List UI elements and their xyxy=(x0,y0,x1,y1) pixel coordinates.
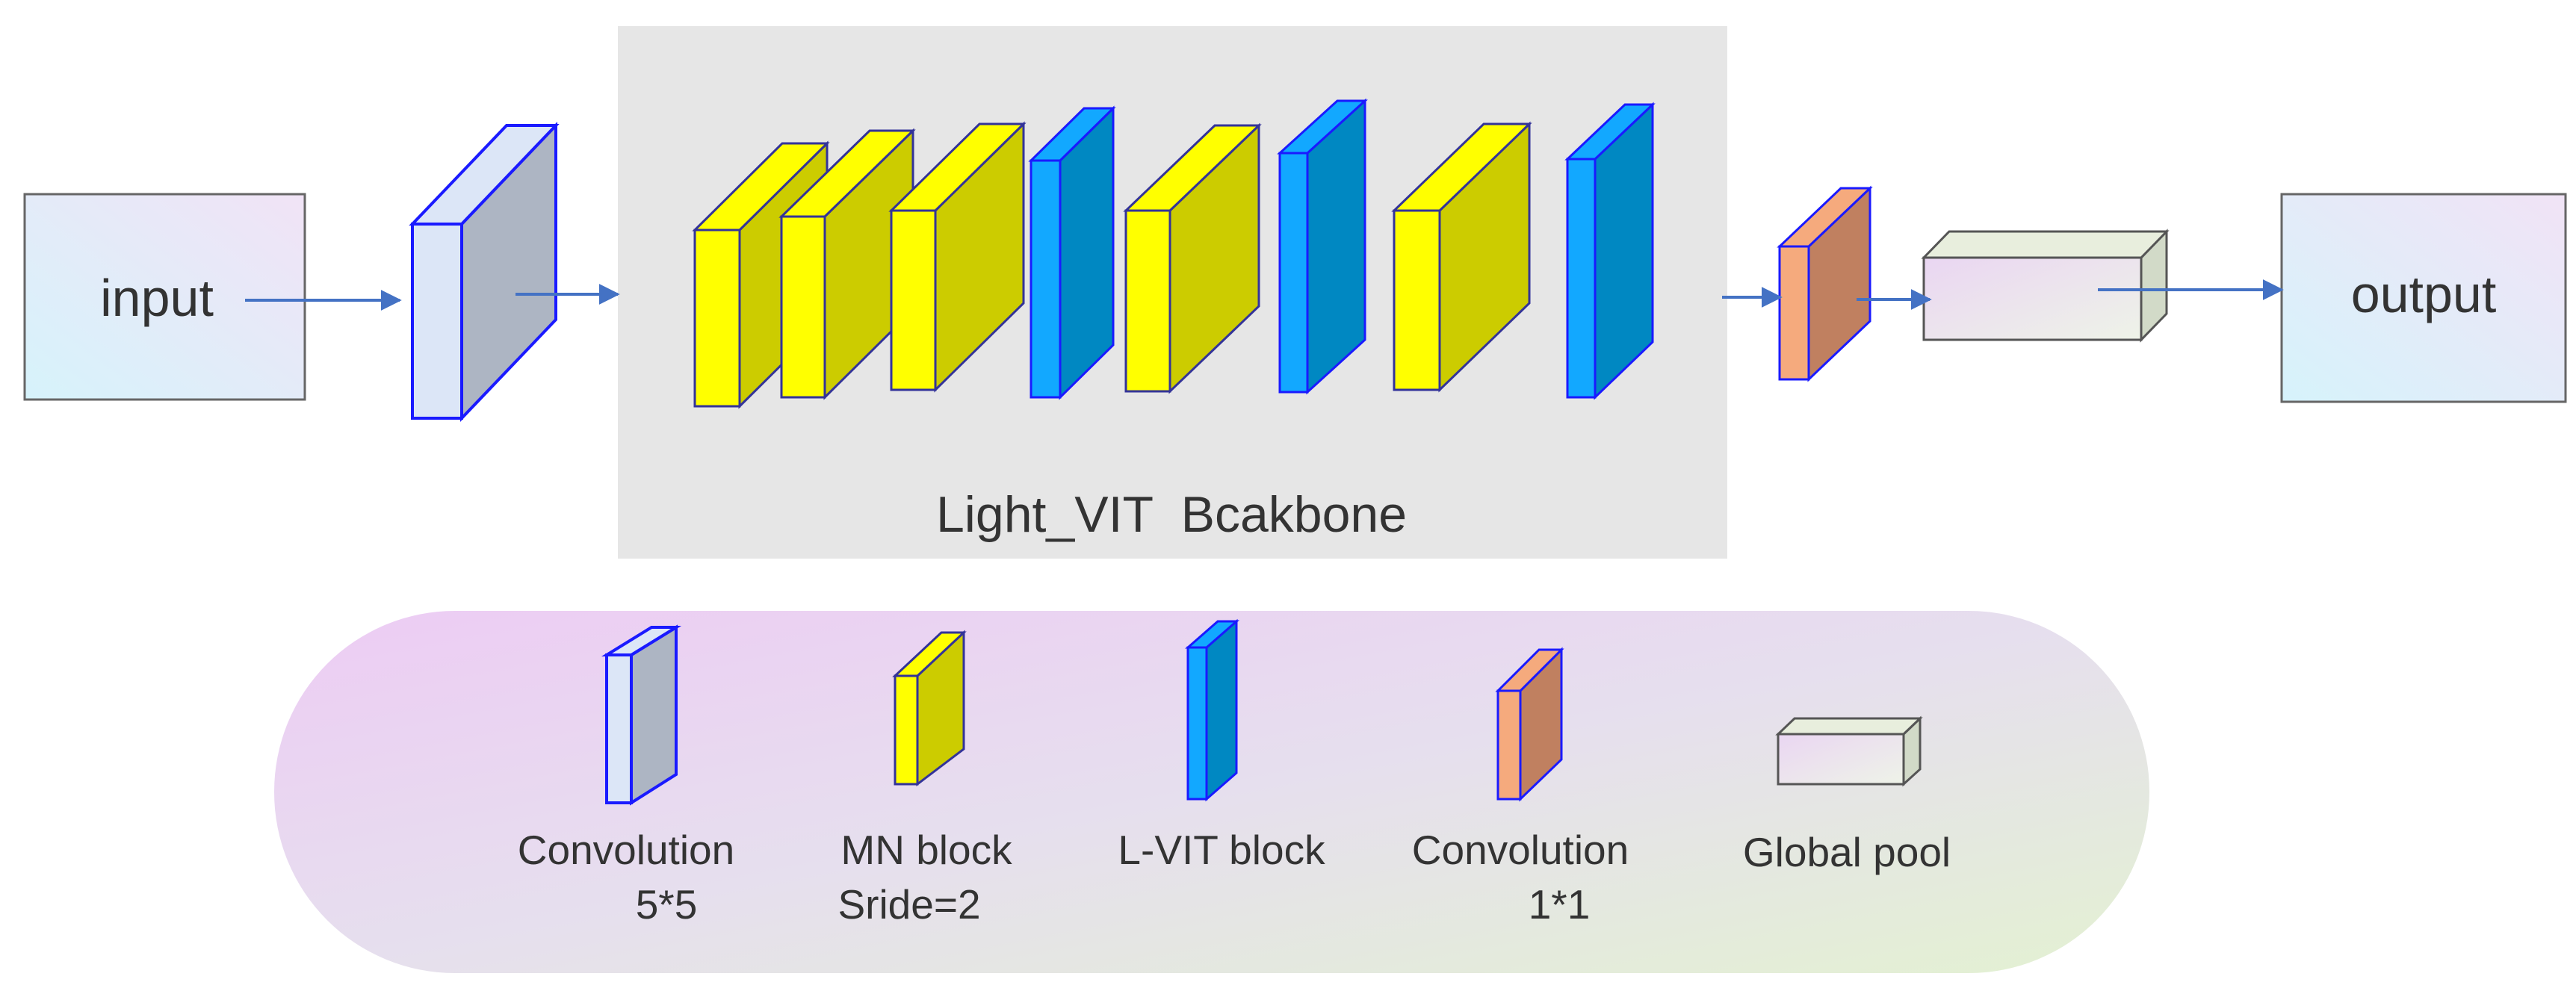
mn-block xyxy=(1391,121,1532,393)
legend-conv5x5-sub: 5*5 xyxy=(636,881,698,928)
input-node xyxy=(23,193,306,401)
global-pool-block xyxy=(1921,229,2170,343)
output-label: output xyxy=(2351,265,2497,323)
legend-lvit-label: L-VIT block xyxy=(1118,827,1325,873)
conv1x1-block xyxy=(1777,185,1873,382)
lvit-block xyxy=(1277,98,1368,395)
legend-conv5x5-label: Convolution xyxy=(518,827,734,873)
mn-block xyxy=(888,121,1027,393)
legend-mn-sub: Sride=2 xyxy=(837,881,980,928)
conv5x5-block xyxy=(409,122,560,422)
legend-global-pool-icon xyxy=(1775,715,1923,787)
backbone-label: Light_VIT Bcakbone xyxy=(936,486,1407,543)
legend-lvit-icon xyxy=(1185,618,1239,802)
legend-conv1x1-label: Convolution xyxy=(1412,827,1629,873)
legend-conv1x1-icon xyxy=(1495,647,1564,802)
legend-conv1x1-sub: 1*1 xyxy=(1529,881,1591,928)
legend-global-pool-label: Global pool xyxy=(1743,829,1951,875)
legend-conv5x5-icon xyxy=(601,624,682,806)
lvit-block xyxy=(1564,102,1656,400)
mn-block xyxy=(1123,122,1262,394)
input-label: input xyxy=(100,269,214,327)
legend-mn-label: MN block xyxy=(840,827,1012,873)
lvit-block xyxy=(1028,105,1116,400)
legend-mn-icon xyxy=(892,630,967,787)
output-node xyxy=(2280,193,2567,403)
